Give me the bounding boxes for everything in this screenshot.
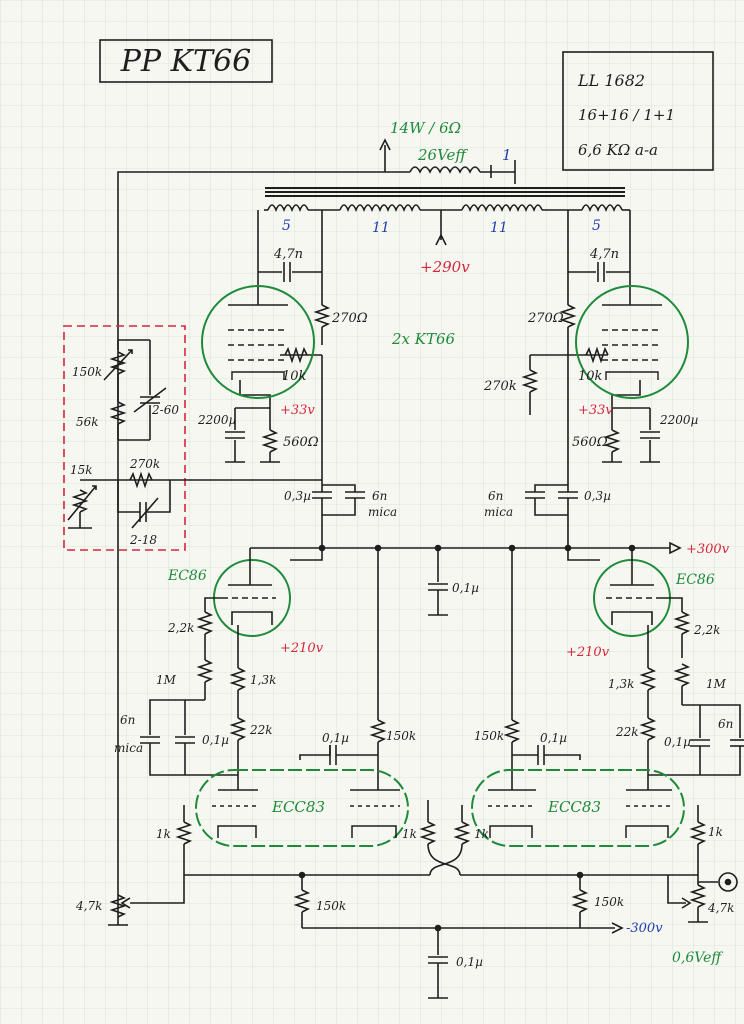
ps-pot-right: 4,7k (707, 901, 734, 915)
output-tube-right (575, 285, 689, 399)
output-tube-electrodes (228, 304, 662, 380)
driver-grid-res-right: 2,2k (693, 623, 720, 637)
ps-plate-res-right: 150k (474, 729, 504, 743)
phase-splitter-wiring (108, 548, 738, 999)
fb-c1: 2-60 (151, 403, 179, 417)
driver-cath-res-left: 1,3k (250, 673, 276, 687)
fb-r1: 150k (72, 365, 102, 379)
cathode-res-left: 560Ω (283, 435, 319, 450)
coupling-mica-right-label: mica (484, 505, 513, 519)
fb-r3: 270k (129, 457, 160, 471)
ps-cap-right: 0,1µ (540, 731, 567, 745)
phase-splitter-electrodes (212, 789, 672, 838)
b-plus-output-label: +290v (420, 258, 470, 276)
driver-cath-res-right: 1,3k (608, 677, 634, 691)
phase-splitter-tube-right (471, 769, 685, 847)
b-minus-label: -300v (626, 921, 663, 936)
out-cap-left: 4,7n (273, 247, 303, 262)
coupling-cap-right: 0,3µ (584, 489, 611, 503)
input-level-label: 0,6Veff (672, 950, 723, 966)
ps-pot-left: 4,7k (75, 899, 102, 913)
output-tube-left (201, 285, 315, 399)
winding-left-inner: 11 (372, 220, 390, 236)
winding-right-inner: 11 (490, 220, 508, 236)
driver-mica-left: 6n (120, 713, 135, 727)
out-cap-right: 4,7n (589, 247, 619, 262)
coupling-mica-left: 6n (372, 489, 387, 503)
ps-cap-left: 0,1µ (322, 731, 349, 745)
driver-supply-cap: 0,1µ (452, 581, 479, 595)
coupling-mica-right: 6n (488, 489, 503, 503)
feedback-network-box (63, 325, 186, 551)
cathode-res-right: 560Ω (572, 435, 608, 450)
coupling-cap-left: 0,3µ (284, 489, 311, 503)
phase-splitter-right-label: ECC83 (547, 798, 601, 816)
grid-stop-right: 10k (578, 369, 603, 384)
ps-cath-res-mid-right: 1k (474, 827, 489, 841)
ps-tail-left: 150k (316, 899, 346, 913)
driver-cap-right: 0,1µ (664, 735, 691, 749)
ps-bypass-cap: 0,1µ (456, 955, 483, 969)
output-ground-mark: 1 (502, 146, 512, 164)
driver-load-res-left: 22k (249, 723, 273, 737)
title-box: PP KT66 (99, 39, 273, 83)
cathode-voltage-right: +33v (578, 403, 613, 418)
ps-cath-res-left: 1k (156, 827, 171, 841)
driver-stage-wiring (140, 540, 744, 790)
cathode-cap-right: 2200µ (659, 413, 699, 427)
output-transformer (257, 187, 631, 305)
driver-tube-left-label: EC86 (167, 568, 207, 584)
driver-mica-left-label: mica (114, 741, 143, 755)
output-power-label: 14W / 6Ω (390, 119, 461, 137)
driver-load-res-right: 22k (615, 725, 639, 739)
ps-cath-res-right: 1k (708, 825, 723, 839)
spec-model: LL 1682 (577, 71, 645, 90)
driver-plate-voltage-left: +210v (280, 641, 324, 656)
spec-ratio: 16+16 / 1+1 (578, 106, 675, 124)
output-secondary (117, 138, 516, 915)
coupling-mica-left-label: mica (368, 505, 397, 519)
output-voltage-label: 26Veff (417, 146, 468, 164)
fb-r2: 56k (76, 415, 99, 429)
screen-res-right: 270Ω (527, 311, 564, 326)
cathode-voltage-left: +33v (280, 403, 315, 418)
ps-plate-res-left: 150k (386, 729, 416, 743)
output-stage-wiring (225, 262, 660, 480)
driver-mica-right: 6n (718, 717, 733, 731)
ps-cath-res-mid-left: 1k (402, 827, 417, 841)
ps-tail-right: 150k (594, 895, 624, 909)
coupling-network (250, 480, 682, 616)
winding-right-outer: 5 (592, 218, 601, 234)
feedback-network (67, 339, 322, 529)
driver-bias-res-right: 1M (706, 677, 727, 691)
screen-res-left: 270Ω (331, 311, 368, 326)
driver-plate-voltage-right: +210v (566, 645, 610, 660)
winding-left-outer: 5 (282, 218, 291, 234)
phase-splitter-tube-left (195, 769, 409, 847)
fb-pot: 15k (70, 463, 93, 477)
grid-leak-label: 270k (483, 379, 517, 394)
fb-c2: 2-18 (129, 533, 157, 547)
output-tubes-label: 2x KT66 (391, 330, 456, 348)
transformer-spec-box: LL 1682 16+16 / 1+1 6,6 KΩ a-a (562, 51, 714, 171)
driver-bias-res-left: 1M (156, 673, 177, 687)
cathode-cap-left: 2200µ (197, 413, 237, 427)
page-title: PP KT66 (120, 44, 252, 79)
phase-splitter-left-label: ECC83 (271, 798, 325, 816)
spec-impedance: 6,6 KΩ a-a (578, 141, 658, 159)
grid-stop-left: 10k (282, 369, 307, 384)
driver-grid-res-left: 2,2k (167, 621, 194, 635)
driver-tube-right-label: EC86 (675, 572, 715, 588)
b-plus-driver-label: +300v (686, 542, 730, 557)
driver-cap-left: 0,1µ (202, 733, 229, 747)
